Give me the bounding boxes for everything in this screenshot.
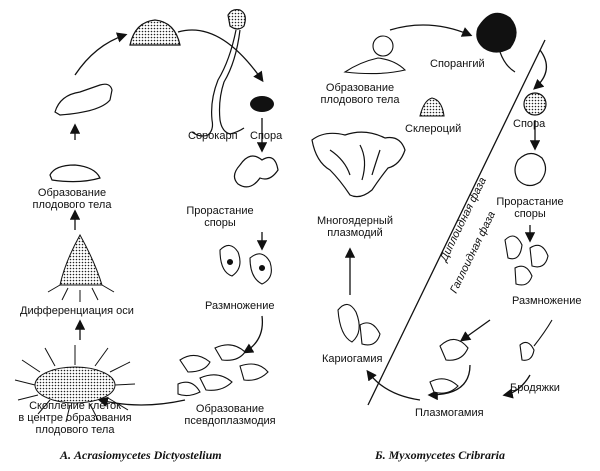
arrow-repro-plasmo	[459, 319, 491, 342]
arrow-top-right	[177, 29, 264, 83]
karyogamy-shape	[337, 303, 381, 346]
caption-left: А. Acrasiomycetes Dictyostelium	[60, 448, 222, 462]
plasmodium-shape	[311, 131, 406, 198]
label-sclerotium: Склероций	[405, 123, 462, 135]
arrow-bottom	[97, 396, 186, 407]
label-fruiting-left: Образование плодового тела	[27, 187, 117, 211]
label-sorocarp: Сорокарп	[188, 130, 238, 142]
differentiation-shape	[47, 233, 115, 302]
label-germination-right: Прорастание споры	[490, 196, 570, 220]
germination-right-shape	[514, 152, 547, 187]
right-cycle-arrows	[344, 24, 547, 401]
label-fruiting-right-line1: Образование	[325, 82, 395, 94]
sorocarp-shape	[191, 8, 246, 137]
label-sporangium: Спорангий	[430, 58, 485, 70]
label-germination-left-line2: споры	[204, 217, 236, 229]
label-spore-left: Спора	[250, 130, 283, 142]
left-cycle	[69, 29, 268, 407]
label-germination-right-line1: Прорастание	[496, 196, 564, 208]
fruiting-right-shape	[343, 35, 407, 75]
label-plasmodium-line1: Многоядерный	[317, 215, 393, 227]
label-germination-left: Прорастание споры	[180, 205, 260, 229]
arrow-plasmogamy	[366, 369, 421, 401]
label-germination-left-line1: Прорастание	[186, 205, 254, 217]
swarmers-shape	[519, 319, 553, 361]
slug-flat-shape	[49, 164, 101, 183]
sporangium-shape	[476, 12, 517, 73]
arrow-sporangium-spore	[533, 49, 547, 90]
label-fruiting-left-line1: Образование	[37, 187, 107, 199]
label-fruiting-right: Образование плодового тела	[305, 82, 415, 106]
label-reproduction-left: Размножение	[205, 300, 275, 312]
label-pseudoplasmodium-line1: Образование	[195, 403, 265, 415]
label-pseudoplasmodium-line2: псевдоплазмодия	[184, 415, 276, 427]
label-differentiation: Дифференциация оси	[20, 305, 134, 317]
reproduction-left-shape	[219, 244, 272, 285]
label-karyogamy: Кариогамия	[322, 353, 383, 365]
label-plasmodium-line2: плазмодий	[327, 227, 383, 239]
label-swarmers: Бродяжки	[510, 382, 560, 394]
spore-left-shape	[250, 96, 274, 112]
arrow-bottom-loop	[427, 364, 471, 401]
spore-right-shape	[523, 92, 547, 116]
arrow-repro-pseudo	[242, 315, 264, 354]
slug-shape	[54, 83, 113, 116]
label-germination-right-line2: споры	[514, 208, 546, 220]
label-aggregation-line3: плодового тела	[35, 424, 115, 436]
plasmogamy-shape	[429, 338, 469, 394]
label-plasmogamy: Плазмогамия	[415, 407, 484, 419]
caption-right: Б. Myxomycetes Cribraria	[375, 448, 505, 462]
label-fruiting-left-line2: плодового тела	[32, 199, 112, 211]
label-aggregation: Скопление клеток в центре образования пл…	[0, 400, 150, 436]
label-spore-right: Спора	[513, 118, 546, 130]
mound-top-shape	[129, 19, 181, 46]
phase-divider-line	[367, 39, 546, 406]
aggregation-shape	[14, 345, 136, 423]
arrow-fruiting-right	[389, 24, 473, 37]
arrow-swarmers	[502, 374, 531, 399]
sclerotium-shape	[419, 97, 445, 117]
label-fruiting-right-line2: плодового тела	[320, 94, 400, 106]
label-aggregation-line1: Скопление клеток	[29, 400, 121, 412]
pseudoplasmodium-shape	[177, 344, 269, 397]
label-reproduction-right: Размножение	[512, 295, 582, 307]
label-aggregation-line2: в центре образования	[18, 412, 132, 424]
arrow-top-left	[74, 32, 128, 76]
label-plasmodium: Многоядерный плазмодий	[305, 215, 405, 239]
germination-left-shape	[233, 155, 279, 188]
reproduction-right-shape	[504, 235, 549, 286]
label-pseudoplasmodium: Образование псевдоплазмодия	[175, 403, 285, 427]
